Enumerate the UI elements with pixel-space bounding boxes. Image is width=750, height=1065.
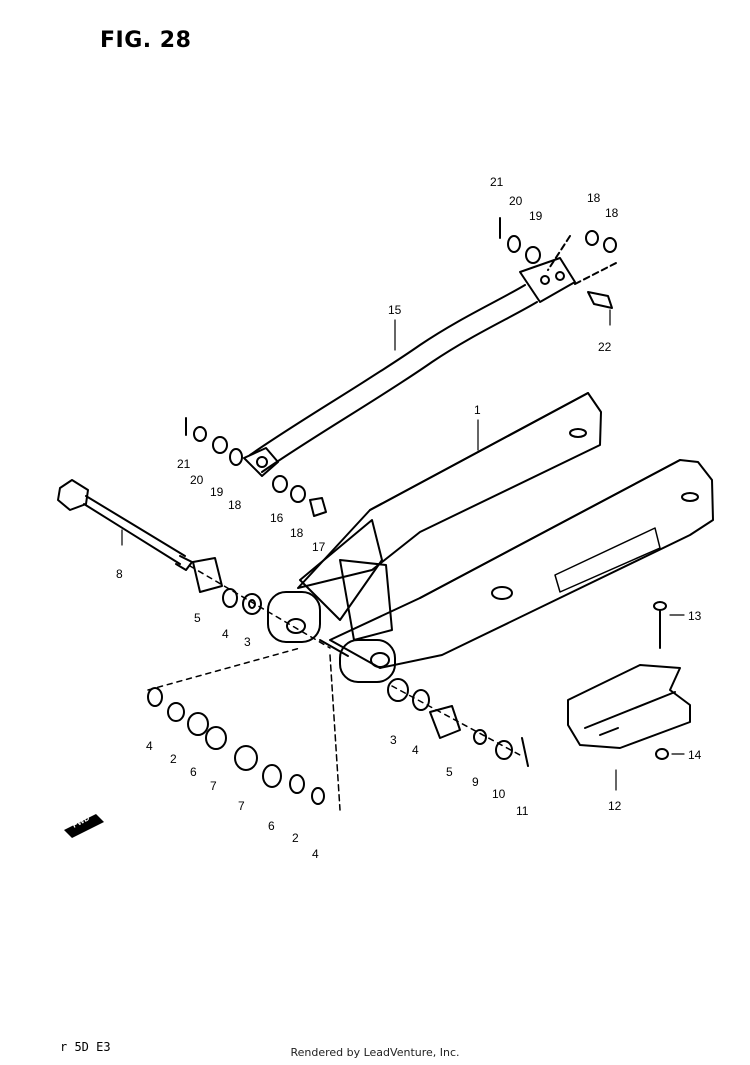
right-pivot-bushings	[387, 678, 529, 767]
callout-15: 15	[388, 303, 402, 317]
forward-arrow-badge: FWD	[64, 813, 104, 838]
callout-13: 13	[688, 609, 702, 623]
callout-7: 7	[210, 779, 217, 793]
callout-21: 21	[490, 175, 504, 189]
callout-16: 16	[270, 511, 284, 525]
callout-labels: 1 2 2 3 3 4 4 4 4 5 5 6 6 7 7 8 9 10 11 …	[116, 175, 702, 861]
callout-20: 20	[190, 473, 204, 487]
callout-9: 9	[472, 775, 479, 789]
callout-4: 4	[312, 847, 319, 861]
callout-5: 5	[194, 611, 201, 625]
torque-rod	[243, 235, 619, 477]
callout-19: 19	[529, 209, 543, 223]
callout-4: 4	[222, 627, 229, 641]
left-pivot-bushings	[147, 557, 325, 805]
callout-14: 14	[688, 748, 702, 762]
footer-code: r 5D E3	[60, 1040, 111, 1054]
chain-guide	[567, 601, 691, 760]
callout-12: 12	[608, 799, 622, 813]
callout-11: 11	[516, 804, 529, 818]
figure-title: FIG. 28	[100, 28, 192, 53]
callout-4: 4	[412, 743, 419, 757]
callout-18: 18	[228, 498, 242, 512]
callout-2: 2	[170, 752, 177, 766]
callout-2: 2	[292, 831, 299, 845]
callout-6: 6	[190, 765, 197, 779]
callout-1: 1	[474, 403, 481, 417]
callout-21: 21	[177, 457, 191, 471]
callout-8: 8	[116, 567, 123, 581]
callout-18: 18	[290, 526, 304, 540]
callout-5: 5	[446, 765, 453, 779]
callout-10: 10	[492, 787, 506, 801]
callout-18: 18	[587, 191, 601, 205]
callout-17: 17	[312, 540, 326, 554]
callout-19: 19	[210, 485, 224, 499]
callout-3: 3	[390, 733, 397, 747]
callout-6: 6	[268, 819, 275, 833]
torque-rod-hardware	[185, 217, 617, 517]
callout-4: 4	[146, 739, 153, 753]
footer-credit: Rendered by LeadVenture, Inc.	[290, 1046, 460, 1059]
swingarm	[267, 392, 714, 683]
callout-20: 20	[509, 194, 523, 208]
callout-3: 3	[244, 635, 251, 649]
callout-7: 7	[238, 799, 245, 813]
callout-22: 22	[598, 340, 612, 354]
callout-18: 18	[605, 206, 619, 220]
leader-lines	[121, 309, 685, 791]
